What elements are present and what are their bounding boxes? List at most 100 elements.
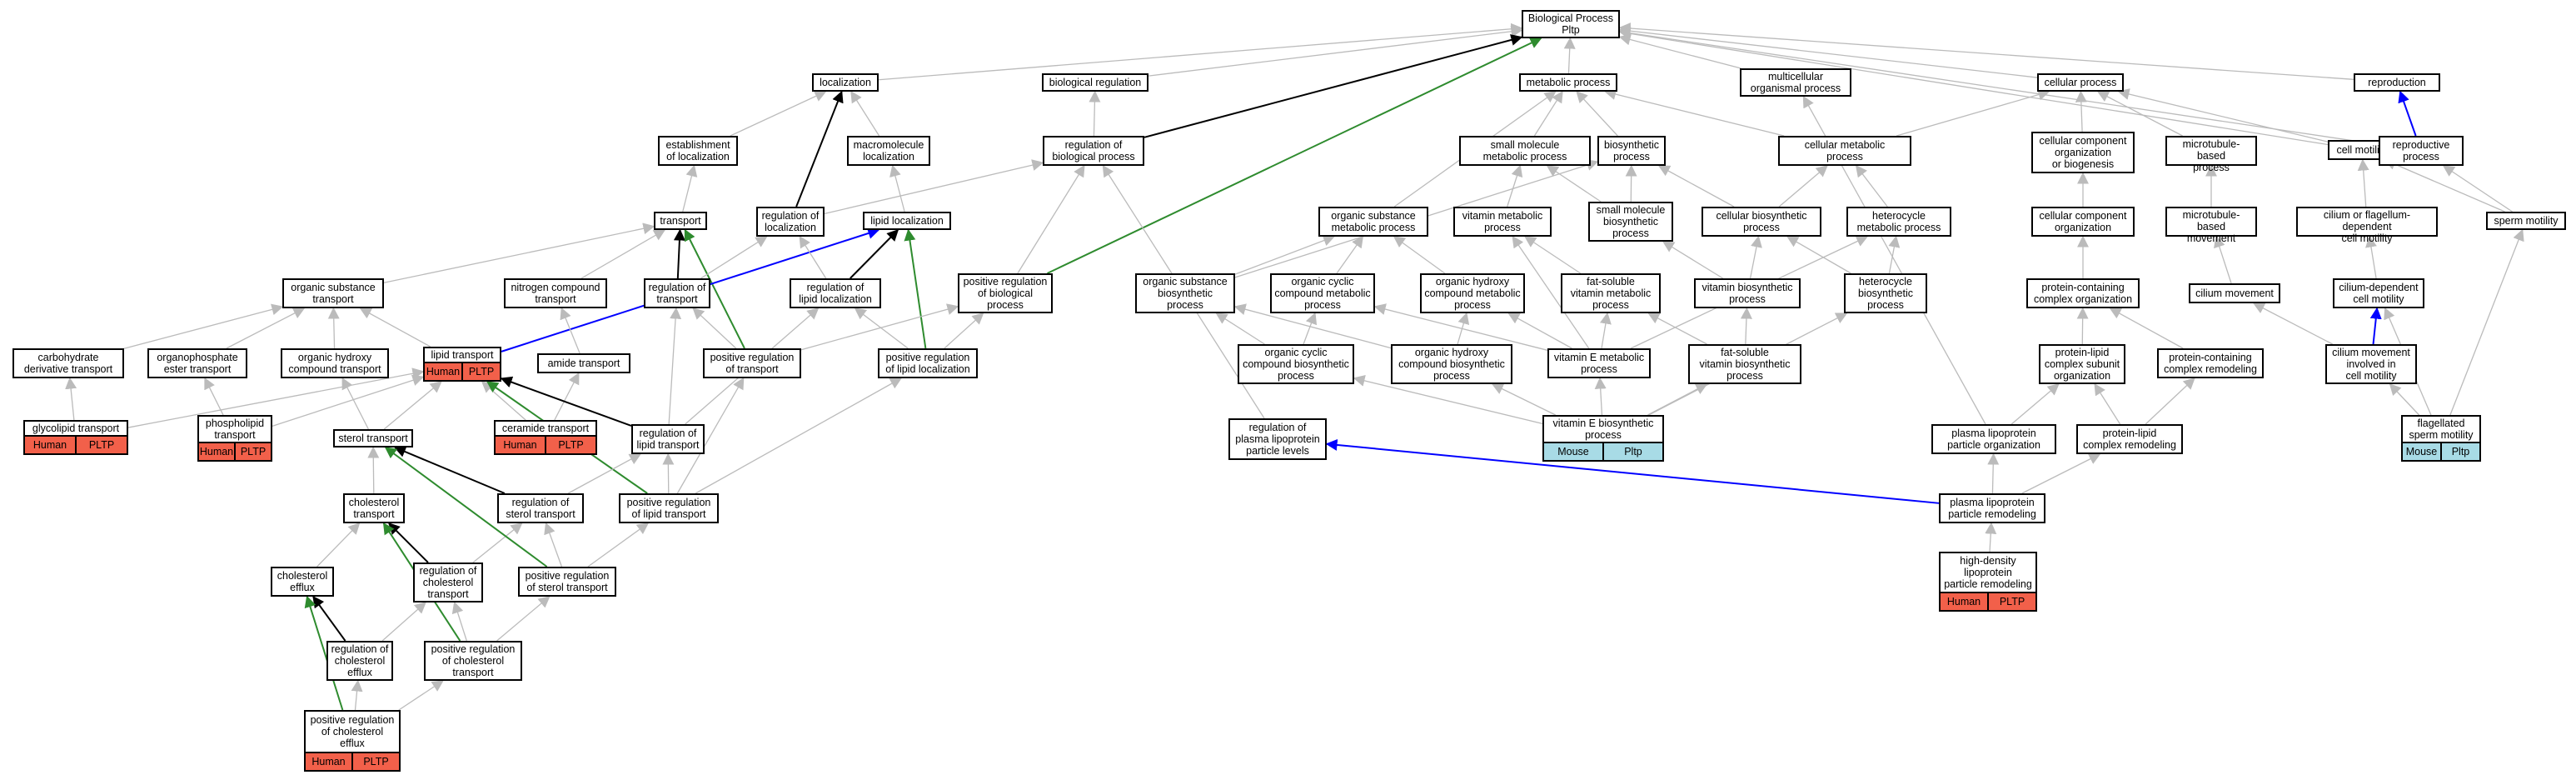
term-label: protein-lipid complex subunit organizati… [2044, 347, 2120, 382]
term-organic-hydroxy-transport[interactable]: organic hydroxy compound transport [281, 348, 389, 378]
term-protein-lipid-remodeling[interactable]: protein-lipid complex remodeling [2076, 424, 2183, 454]
term-lipid-localization[interactable]: lipid localization [863, 212, 951, 230]
term-fat-soluble-vitamin-metabolic[interactable]: fat-soluble vitamin metabolic process [1561, 273, 1661, 313]
term-cellular-metabolic[interactable]: cellular metabolic process [1778, 136, 1911, 166]
term-positive-reg-cholesterol-efflux[interactable]: positive regulation of cholesterol efflu… [304, 710, 401, 772]
term-carbohydrate-derivative-transport[interactable]: carbohydrate derivative transport [12, 348, 124, 378]
term-plasma-lipoprotein-remodeling[interactable]: plasma lipoprotein particle remodeling [1939, 493, 2045, 523]
term-positive-reg-lipid-transport[interactable]: positive regulation of lipid transport [619, 493, 719, 523]
edge-is-a [1778, 165, 1828, 208]
term-organic-substance-biosynthetic[interactable]: organic substance biosynthetic process [1135, 273, 1235, 313]
term-organic-hydroxy-metabolic[interactable]: organic hydroxy compound metabolic proce… [1420, 273, 1525, 313]
term-small-molecule-biosynthetic[interactable]: small molecule biosynthetic process [1588, 202, 1673, 242]
term-regulation-biological-process[interactable]: regulation of biological process [1043, 136, 1144, 166]
term-label: high-density lipoprotein particle remode… [1944, 555, 2032, 590]
term-label: organic substance metabolic process [1331, 210, 1416, 233]
term-organic-cyclic-biosynthetic[interactable]: organic cyclic compound biosynthetic pro… [1238, 344, 1354, 384]
edge-is-a [2010, 383, 2060, 425]
term-reproduction[interactable]: reproduction [2354, 73, 2440, 92]
edge-is-a [204, 377, 224, 416]
term-heterocycle-metabolic[interactable]: heterocycle metabolic process [1846, 207, 1951, 237]
term-organic-hydroxy-biosynthetic[interactable]: organic hydroxy compound biosynthetic pr… [1391, 344, 1512, 384]
term-positive-reg-transport[interactable]: positive regulation of transport [703, 348, 801, 378]
term-vitamin-e-metabolic[interactable]: vitamin E metabolic process [1547, 348, 1651, 378]
edge-is-a [676, 377, 745, 494]
term-cilium-flagellum-motility[interactable]: cilium or flagellum-dependent cell motil… [2296, 207, 2438, 244]
term-regulation-plasma-lipoprotein-levels[interactable]: regulation of plasma lipoprotein particl… [1228, 418, 1327, 460]
term-cellular-component-organization[interactable]: cellular component organization [2031, 207, 2135, 237]
term-localization[interactable]: localization [812, 73, 879, 92]
term-vitamin-metabolic[interactable]: vitamin metabolic process [1453, 207, 1552, 237]
edge-is-a [730, 90, 827, 137]
term-heterocycle-biosynthetic[interactable]: heterocycle biosynthetic process [1844, 273, 1927, 313]
term-hdl-remodeling[interactable]: high-density lipoprotein particle remode… [1939, 552, 2037, 612]
term-reproductive-process[interactable]: reproductive process [2379, 136, 2464, 166]
edge-is-a [1507, 312, 1572, 349]
edge-is-a [854, 308, 909, 349]
term-organic-substance-metabolic[interactable]: organic substance metabolic process [1318, 207, 1428, 237]
term-biosynthetic-process[interactable]: biosynthetic process [1597, 136, 1666, 166]
term-nitrogen-compound-transport[interactable]: nitrogen compound transport [504, 278, 607, 308]
term-positive-reg-sterol-transport[interactable]: positive regulation of sterol transport [518, 567, 616, 597]
edge-is-a [700, 236, 768, 279]
term-cellular-process[interactable]: cellular process [2037, 73, 2124, 92]
term-label: microtubule-based process [2182, 138, 2240, 173]
term-regulation-cholesterol-efflux[interactable]: regulation of cholesterol efflux [326, 641, 393, 681]
term-cholesterol-efflux[interactable]: cholesterol efflux [271, 567, 334, 597]
term-label: cilium movement [2195, 288, 2274, 299]
term-cilium-movement[interactable]: cilium movement [2189, 283, 2280, 303]
term-root[interactable]: Biological Process Pltp [1522, 10, 1620, 38]
term-microtubule-based-process[interactable]: microtubule-based process [2165, 136, 2257, 173]
term-organic-cyclic-metabolic[interactable]: organic cyclic compound metabolic proces… [1270, 273, 1375, 313]
term-transport[interactable]: transport [654, 212, 707, 230]
term-small-molecule-metabolic[interactable]: small molecule metabolic process [1459, 136, 1591, 166]
term-regulation-transport[interactable]: regulation of transport [644, 278, 710, 308]
term-positive-reg-biological[interactable]: positive regulation of biological proces… [958, 273, 1053, 313]
term-positive-reg-lipid-localization[interactable]: positive regulation of lipid localizatio… [878, 348, 978, 378]
term-multicellular[interactable]: multicellular organismal process [1740, 68, 1851, 97]
term-protein-containing-complex-org[interactable]: protein-containing complex organization [2026, 278, 2140, 308]
term-organophosphate-ester-transport[interactable]: organophosphate ester transport [147, 348, 247, 378]
term-label: sperm motility [2494, 215, 2559, 227]
term-regulation-cholesterol-transport[interactable]: regulation of cholesterol transport [413, 562, 483, 602]
term-biological-regulation[interactable]: biological regulation [1042, 73, 1148, 92]
species-label: Human [25, 437, 75, 453]
term-regulation-lipid-localization[interactable]: regulation of lipid localization [790, 278, 881, 308]
edge-is-a [1563, 37, 1576, 74]
term-cilium-dependent-motility[interactable]: cilium-dependent cell motility [2333, 278, 2424, 308]
term-label: Biological Process Pltp [1527, 12, 1614, 36]
term-regulation-lipid-transport[interactable]: regulation of lipid transport [631, 424, 705, 454]
term-cholesterol-transport[interactable]: cholesterol transport [343, 493, 405, 523]
term-regulation-sterol-transport[interactable]: regulation of sterol transport [497, 493, 584, 523]
term-amide-transport[interactable]: amide transport [537, 353, 630, 373]
term-protein-containing-remodeling[interactable]: protein-containing complex remodeling [2157, 348, 2264, 378]
term-positive-reg-cholesterol-transport[interactable]: positive regulation of cholesterol trans… [424, 641, 522, 681]
term-sterol-transport[interactable]: sterol transport [333, 429, 413, 448]
term-cilium-movement-motility[interactable]: cilium movement involved in cell motilit… [2325, 344, 2417, 384]
term-cellular-biosynthetic[interactable]: cellular biosynthetic process [1702, 207, 1821, 237]
term-metabolic-process[interactable]: metabolic process [1519, 73, 1617, 92]
term-macromolecule-localization[interactable]: macromolecule localization [847, 136, 930, 166]
edge-is-a [1373, 303, 1548, 351]
gene-label: PLTP [75, 437, 127, 453]
term-cellular-component-org[interactable]: cellular component organization or bioge… [2031, 132, 2135, 173]
term-organic-substance-transport[interactable]: organic substance transport [282, 278, 384, 308]
term-regulation-localization[interactable]: regulation of localization [756, 207, 825, 237]
term-plasma-lipoprotein-org[interactable]: plasma lipoprotein particle organization [1931, 424, 2056, 454]
term-fat-soluble-vitamin-biosynthetic[interactable]: fat-soluble vitamin biosynthetic process [1688, 344, 1801, 384]
term-sperm-motility[interactable]: sperm motility [2486, 212, 2566, 230]
edge-is-a [341, 377, 369, 430]
term-microtubule-based-movement[interactable]: microtubule-based movement [2165, 207, 2257, 244]
term-vitamin-biosynthetic[interactable]: vitamin biosynthetic process [1694, 278, 1801, 308]
term-establishment-localization[interactable]: establishment of localization [658, 136, 738, 166]
term-label: lipid localization [870, 215, 944, 227]
term-label: cellular metabolic process [1804, 139, 1886, 162]
species-label: Human [1941, 593, 1987, 610]
term-protein-lipid-subunit-org[interactable]: protein-lipid complex subunit organizati… [2039, 344, 2125, 384]
